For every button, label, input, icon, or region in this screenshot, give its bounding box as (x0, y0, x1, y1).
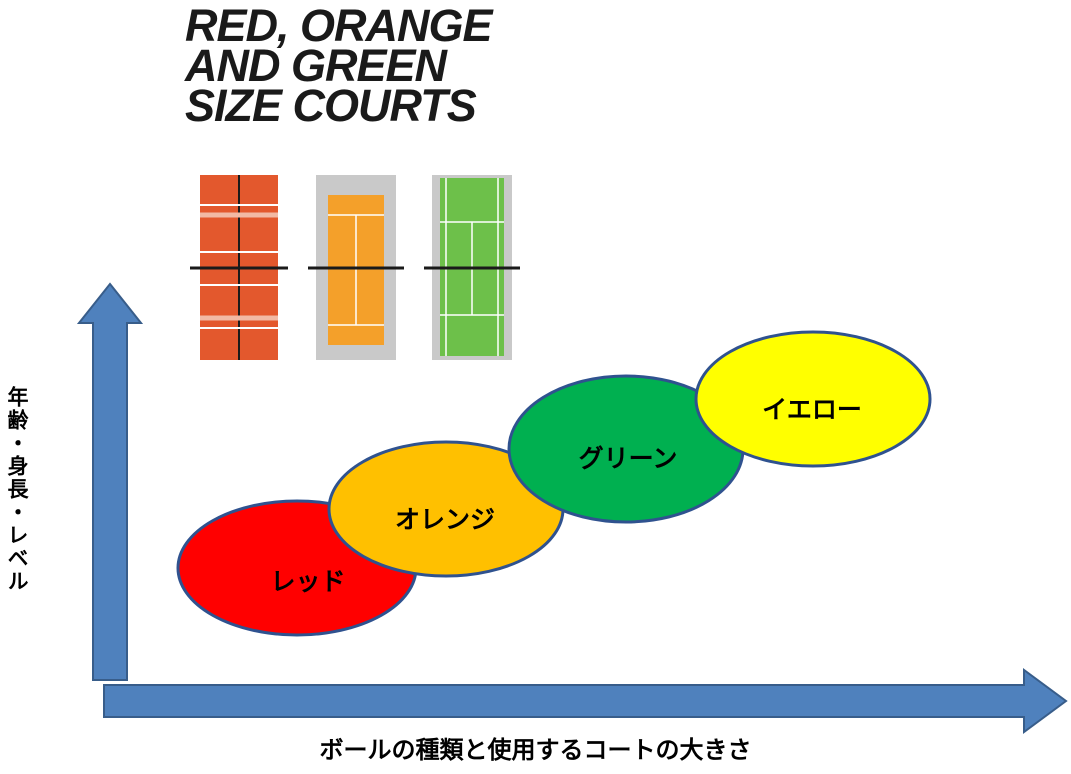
red-court-illustration (190, 175, 288, 360)
y-axis-label: 年齢・身長・レベル (5, 386, 29, 593)
ball-level-red-label: レッド (270, 567, 345, 596)
x-axis-label: ボールの種類と使用するコートの大きさ (319, 736, 752, 764)
orange-court-illustration (308, 175, 404, 360)
courts-title-line-1: RED, ORANGE (185, 0, 493, 51)
green-court-illustration (424, 175, 520, 360)
ball-level-orange: オレンジ (327, 440, 565, 578)
courts-title: RED, ORANGE AND GREEN SIZE COURTS (185, 0, 545, 131)
ball-level-orange-label: オレンジ (395, 505, 495, 534)
y-axis-arrow (76, 282, 144, 681)
courts-title-line-3: SIZE COURTS (185, 80, 477, 131)
ball-level-yellow: イエロー (694, 330, 932, 468)
ball-level-green-label: グリーン (579, 444, 678, 473)
courts-title-line-2: AND GREEN (185, 40, 447, 91)
ball-level-yellow-label: イエロー (762, 395, 862, 424)
x-axis-arrow (103, 668, 1068, 734)
